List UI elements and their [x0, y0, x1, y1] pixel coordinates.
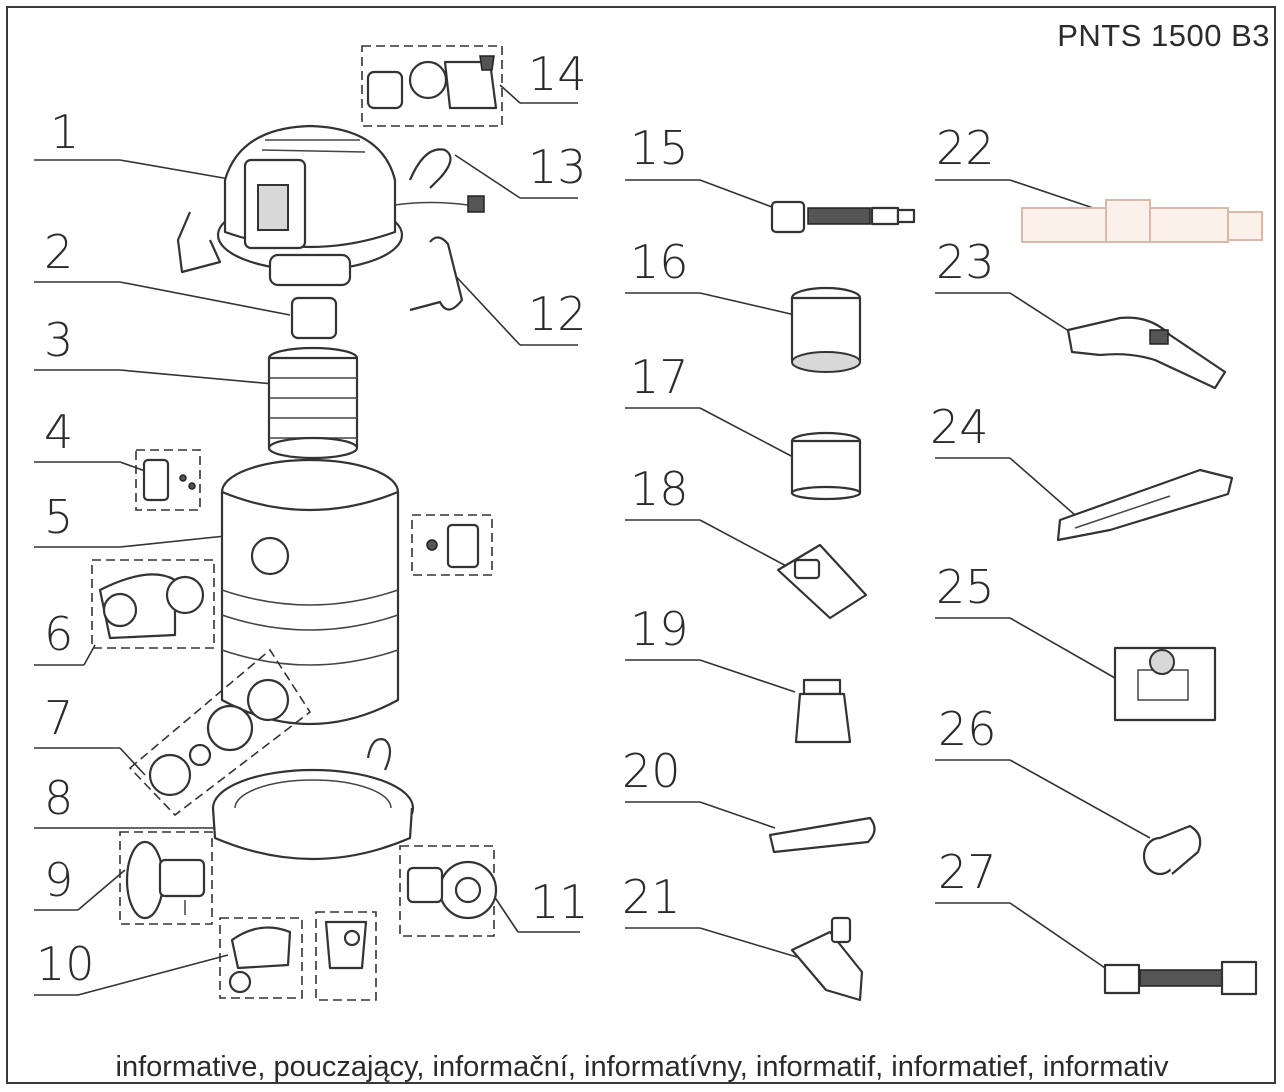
- label-19: 19: [630, 602, 689, 656]
- part-2-filter-cap: [290, 296, 338, 340]
- diagram-frame: [6, 6, 1276, 1084]
- part-20-crevice-nozzle: [768, 816, 876, 854]
- label-24: 24: [930, 400, 989, 454]
- label-8: 8: [44, 771, 73, 825]
- label-27: 27: [938, 845, 997, 899]
- part-22-extension-tubes: [1021, 199, 1263, 243]
- label-21: 21: [622, 870, 681, 924]
- label-26: 26: [938, 702, 997, 756]
- label-23: 23: [936, 235, 995, 289]
- part-4-latch: [135, 449, 201, 511]
- part-18-floor-nozzle: [776, 543, 868, 620]
- part-14-hose-connector: [361, 45, 503, 127]
- label-2: 2: [44, 225, 73, 279]
- label-12: 12: [528, 287, 587, 341]
- label-5: 5: [44, 490, 73, 544]
- part-10-casters: [219, 911, 377, 1001]
- part-24-wide-nozzle: [1056, 468, 1234, 542]
- label-4: 4: [44, 405, 73, 459]
- part-12-clip: [409, 236, 464, 312]
- label-10: 10: [36, 937, 95, 991]
- part-1-side-clip: [176, 211, 222, 274]
- part-6-outlet-cover: [91, 559, 215, 649]
- label-16: 16: [630, 235, 689, 289]
- footer-note: informative, pouczający, informační, inf…: [115, 1051, 1169, 1083]
- part-27-blow-hose: [1103, 960, 1258, 996]
- part-11-wheel: [399, 845, 498, 937]
- label-20: 20: [622, 744, 681, 798]
- part-23-handle: [1066, 316, 1227, 390]
- part-5-side-latch: [411, 514, 493, 576]
- label-3: 3: [44, 313, 73, 367]
- label-18: 18: [630, 462, 689, 516]
- label-7: 7: [44, 691, 73, 745]
- part-16-cartridge-filter: [790, 286, 862, 373]
- part-26-adapter: [1142, 824, 1202, 876]
- part-25-filter-bag: [1113, 646, 1217, 722]
- label-11: 11: [530, 875, 589, 929]
- part-3-filter-cage: [267, 346, 359, 460]
- label-17: 17: [630, 350, 689, 404]
- part-17-filter-sleeve: [790, 431, 862, 501]
- part-13-cable-hook: [408, 148, 452, 189]
- label-1: 1: [50, 105, 79, 159]
- part-8-base: [211, 738, 415, 861]
- part-5-tank: [220, 458, 400, 726]
- part-19-reducer: [794, 678, 852, 744]
- label-13: 13: [528, 140, 587, 194]
- label-22: 22: [936, 121, 995, 175]
- part-15-hose: [770, 200, 916, 234]
- label-14: 14: [528, 47, 587, 101]
- part-21-upholstery-nozzle: [790, 916, 864, 1002]
- part-1-motor-head: [216, 124, 485, 287]
- label-25: 25: [936, 560, 995, 614]
- label-6: 6: [44, 607, 73, 661]
- label-9: 9: [44, 853, 73, 907]
- model-label: PNTS 1500 B3: [1057, 18, 1270, 53]
- part-7-inlet-fitting: [128, 648, 312, 817]
- label-15: 15: [630, 121, 689, 175]
- part-9-caster: [119, 831, 213, 925]
